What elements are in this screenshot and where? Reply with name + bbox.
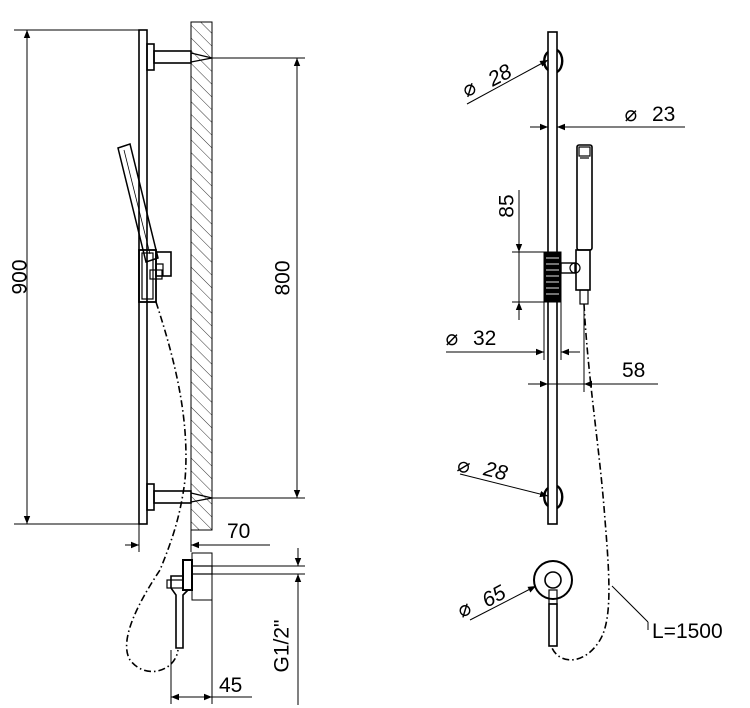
hand-shower-front [576,144,593,251]
wall-elbow-front [533,560,573,647]
dimension-thread-label: G1/2" [271,620,294,673]
front-view: ⌀ 28 ⌀ 23 85 ⌀ 32 58 ⌀ 28 [445,31,723,661]
hand-shower-side [117,143,172,303]
rail-side [138,29,148,525]
wall-connector-side [166,552,213,649]
diameter-23-label: 23 [652,103,675,126]
holder-arm-front [560,249,591,305]
dimension-45-label: 45 [219,674,242,697]
diameter-symbol-slider: ⌀ [445,327,458,350]
diameter-65-label: 65 [478,581,510,612]
bottom-bracket-front [543,484,564,510]
dimension-900-label: 900 [9,259,32,294]
diameter-28-bottom-label: 28 [480,457,510,485]
bottom-bracket-side [146,483,213,511]
diameter-28-top-label: 28 [483,60,516,92]
dimension-58-label: 58 [622,359,645,382]
slider-front [543,251,562,303]
hose-front [551,303,610,661]
dimension-70-label: 70 [227,520,250,543]
diameter-symbol-rail: ⌀ [624,103,637,126]
side-view: 900 800 70 G1/2" 45 [9,21,305,705]
diameter-32-label: 32 [473,327,496,350]
hose-side [125,301,187,673]
wall-section [190,21,213,531]
dimension-85-label: 85 [496,194,519,217]
hose-length-label: L=1500 [652,620,723,643]
diameter-symbol-bottom: ⌀ [454,453,472,478]
dimension-800-label: 800 [272,260,295,295]
